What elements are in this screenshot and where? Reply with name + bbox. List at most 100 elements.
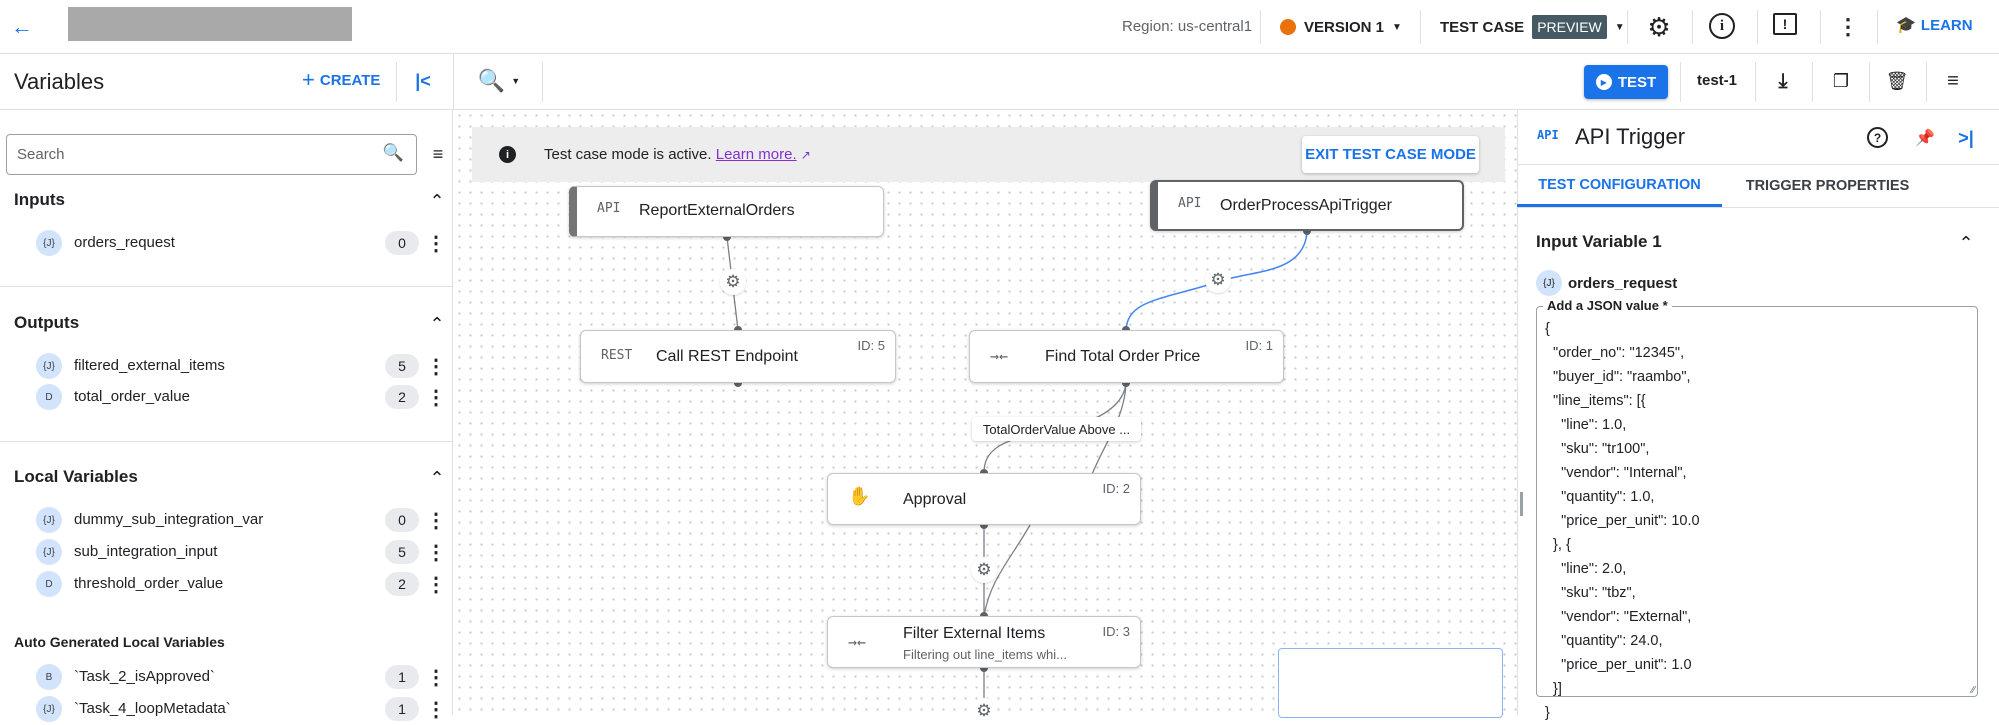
variable-item[interactable]: {J} filtered_external_items 5 ⋮ [0, 351, 453, 381]
json-type-icon: {J} [36, 230, 62, 256]
feedback-icon[interactable]: ! [1773, 13, 1797, 35]
more-vert-icon[interactable]: ⋮ [1837, 14, 1859, 39]
edge-condition-gear-icon[interactable]: ⚙ [971, 698, 997, 724]
auto-generated-heading: Auto Generated Local Variables [14, 634, 225, 650]
node-approval[interactable]: ✋ Approval ID: 2 [827, 473, 1141, 525]
info-icon[interactable]: i [1709, 13, 1735, 39]
variable-name: orders_request [74, 234, 175, 251]
collapse-right-panel-icon[interactable]: >| [1958, 127, 1974, 148]
local-variables-heading: Local Variables [14, 467, 138, 486]
variable-name: filtered_external_items [74, 357, 225, 374]
zoom-menu-button[interactable]: 🔍 ▼ [474, 66, 524, 96]
usage-count-badge: 5 [385, 354, 419, 378]
divider [1517, 164, 1999, 165]
variables-title: Variables [14, 69, 105, 94]
usage-count-badge: 2 [385, 572, 419, 596]
collapse-panel-icon[interactable]: |< [415, 70, 431, 91]
section-title: Input Variable 1 [1536, 232, 1662, 251]
more-vert-icon[interactable]: ⋮ [426, 573, 446, 596]
json-type-icon: {J} [36, 353, 62, 379]
json-line: "vendor": "Internal", [1545, 465, 1687, 481]
redacted-integration-name [68, 7, 352, 41]
learn-button[interactable]: 🎓 LEARN [1896, 15, 1973, 35]
delete-icon[interactable]: 🗑 [1885, 70, 1909, 91]
chevron-up-icon[interactable]: ⌃ [1958, 232, 1974, 253]
copy-icon[interactable]: ❐ [1832, 70, 1850, 91]
chevron-up-icon[interactable]: ⌃ [429, 190, 445, 211]
test-case-name: test-1 [1697, 72, 1738, 89]
chevron-up-icon[interactable]: ⌃ [429, 467, 445, 488]
data-mapping-icon: →← [848, 633, 867, 651]
outputs-heading: Outputs [14, 313, 80, 332]
tab-label: TEST CONFIGURATION [1538, 176, 1701, 193]
json-line: }, { [1545, 537, 1571, 553]
canvas-minimap[interactable] [1278, 648, 1503, 718]
node-order-process-api-trigger[interactable]: API OrderProcessApiTrigger [1150, 180, 1464, 231]
variable-name: orders_request [1568, 274, 1678, 292]
settings-gear-icon[interactable]: ⚙ [1647, 11, 1671, 42]
pin-icon[interactable]: 📌 [1915, 130, 1935, 147]
variable-item[interactable]: B`Task_2_isApproved`1⋮ [0, 662, 453, 692]
external-link-icon: ↗ [800, 148, 811, 162]
test-case-selector[interactable]: TEST CASE PREVIEW ▼ [1440, 14, 1625, 40]
node-label: Filter External Items [903, 625, 1046, 642]
edge-condition-gear-icon[interactable]: ⚙ [1205, 267, 1231, 293]
node-filter-external-items[interactable]: →← Filter External Items Filtering out l… [827, 616, 1141, 668]
more-vert-icon[interactable]: ⋮ [426, 541, 446, 564]
sort-filter-icon[interactable]: ≡ [432, 143, 444, 164]
download-icon[interactable]: ⤓ [1778, 69, 1788, 92]
edge-condition-label[interactable]: TotalOrderValue Above ... [972, 417, 1141, 441]
version-selector[interactable]: VERSION 1 ▼ [1280, 14, 1402, 40]
data-mapping-icon: →← [990, 347, 1009, 365]
dropdown-arrow-icon: ▼ [1614, 21, 1625, 33]
learn-icon: 🎓 [1896, 17, 1916, 34]
node-report-external-orders[interactable]: API ReportExternalOrders [569, 186, 884, 237]
json-line: }] [1545, 681, 1562, 697]
chevron-up-icon[interactable]: ⌃ [429, 313, 445, 334]
usage-count-badge: 5 [385, 540, 419, 564]
node-id: ID: 5 [857, 338, 885, 353]
api-icon: API [1537, 128, 1559, 142]
help-icon[interactable]: ? [1867, 127, 1888, 148]
exit-test-case-mode-button[interactable]: EXIT TEST CASE MODE [1302, 136, 1479, 173]
version-status-dot [1280, 19, 1296, 35]
test-button[interactable]: ▶ TEST [1584, 65, 1668, 99]
hand-icon: ✋ [848, 486, 871, 507]
search-input[interactable] [17, 135, 357, 173]
preview-badge: PREVIEW [1532, 15, 1607, 39]
json-line: { [1545, 321, 1550, 337]
variable-item[interactable]: {J}`Task_4_loopMetadata`1⋮ [0, 694, 453, 724]
create-variable-button[interactable]: + CREATE [302, 69, 380, 91]
more-vert-icon[interactable]: ⋮ [426, 666, 446, 689]
list-icon[interactable]: ≡ [1947, 69, 1959, 92]
more-vert-icon[interactable]: ⋮ [426, 355, 446, 378]
edge-condition-gear-icon[interactable]: ⚙ [720, 269, 746, 295]
variable-search[interactable]: 🔍 [6, 134, 417, 175]
tab-trigger-properties[interactable]: TRIGGER PROPERTIES [1725, 165, 1930, 207]
search-icon[interactable]: 🔍 [382, 143, 404, 162]
learn-label: LEARN [1920, 16, 1973, 34]
api-trigger-panel [1517, 110, 1999, 715]
more-vert-icon[interactable]: ⋮ [426, 386, 446, 409]
node-label: Call REST Endpoint [656, 348, 798, 365]
node-call-rest-endpoint[interactable]: REST Call REST Endpoint ID: 5 [580, 330, 896, 383]
json-value-textarea[interactable]: Add a JSON value * { "order_no": "12345"… [1536, 298, 1978, 721]
learn-more-link[interactable]: Learn more. [715, 146, 797, 163]
back-arrow-icon[interactable]: ← [11, 14, 33, 39]
usage-count-badge: 0 [385, 508, 419, 532]
node-id: ID: 3 [1102, 624, 1130, 639]
more-vert-icon[interactable]: ⋮ [426, 232, 446, 255]
tab-test-configuration[interactable]: TEST CONFIGURATION [1517, 165, 1722, 207]
node-find-total-order-price[interactable]: →← Find Total Order Price ID: 1 [969, 330, 1284, 383]
test-case-mode-banner: i Test case mode is active. Learn more. … [472, 127, 1505, 182]
more-vert-icon[interactable]: ⋮ [426, 509, 446, 532]
resize-grip-icon[interactable]: ∕∕ [1971, 685, 1975, 696]
panel-resize-handle[interactable] [1520, 492, 1523, 516]
edge-condition-gear-icon[interactable]: ⚙ [971, 557, 997, 583]
json-line: "line": 1.0, [1545, 417, 1627, 433]
